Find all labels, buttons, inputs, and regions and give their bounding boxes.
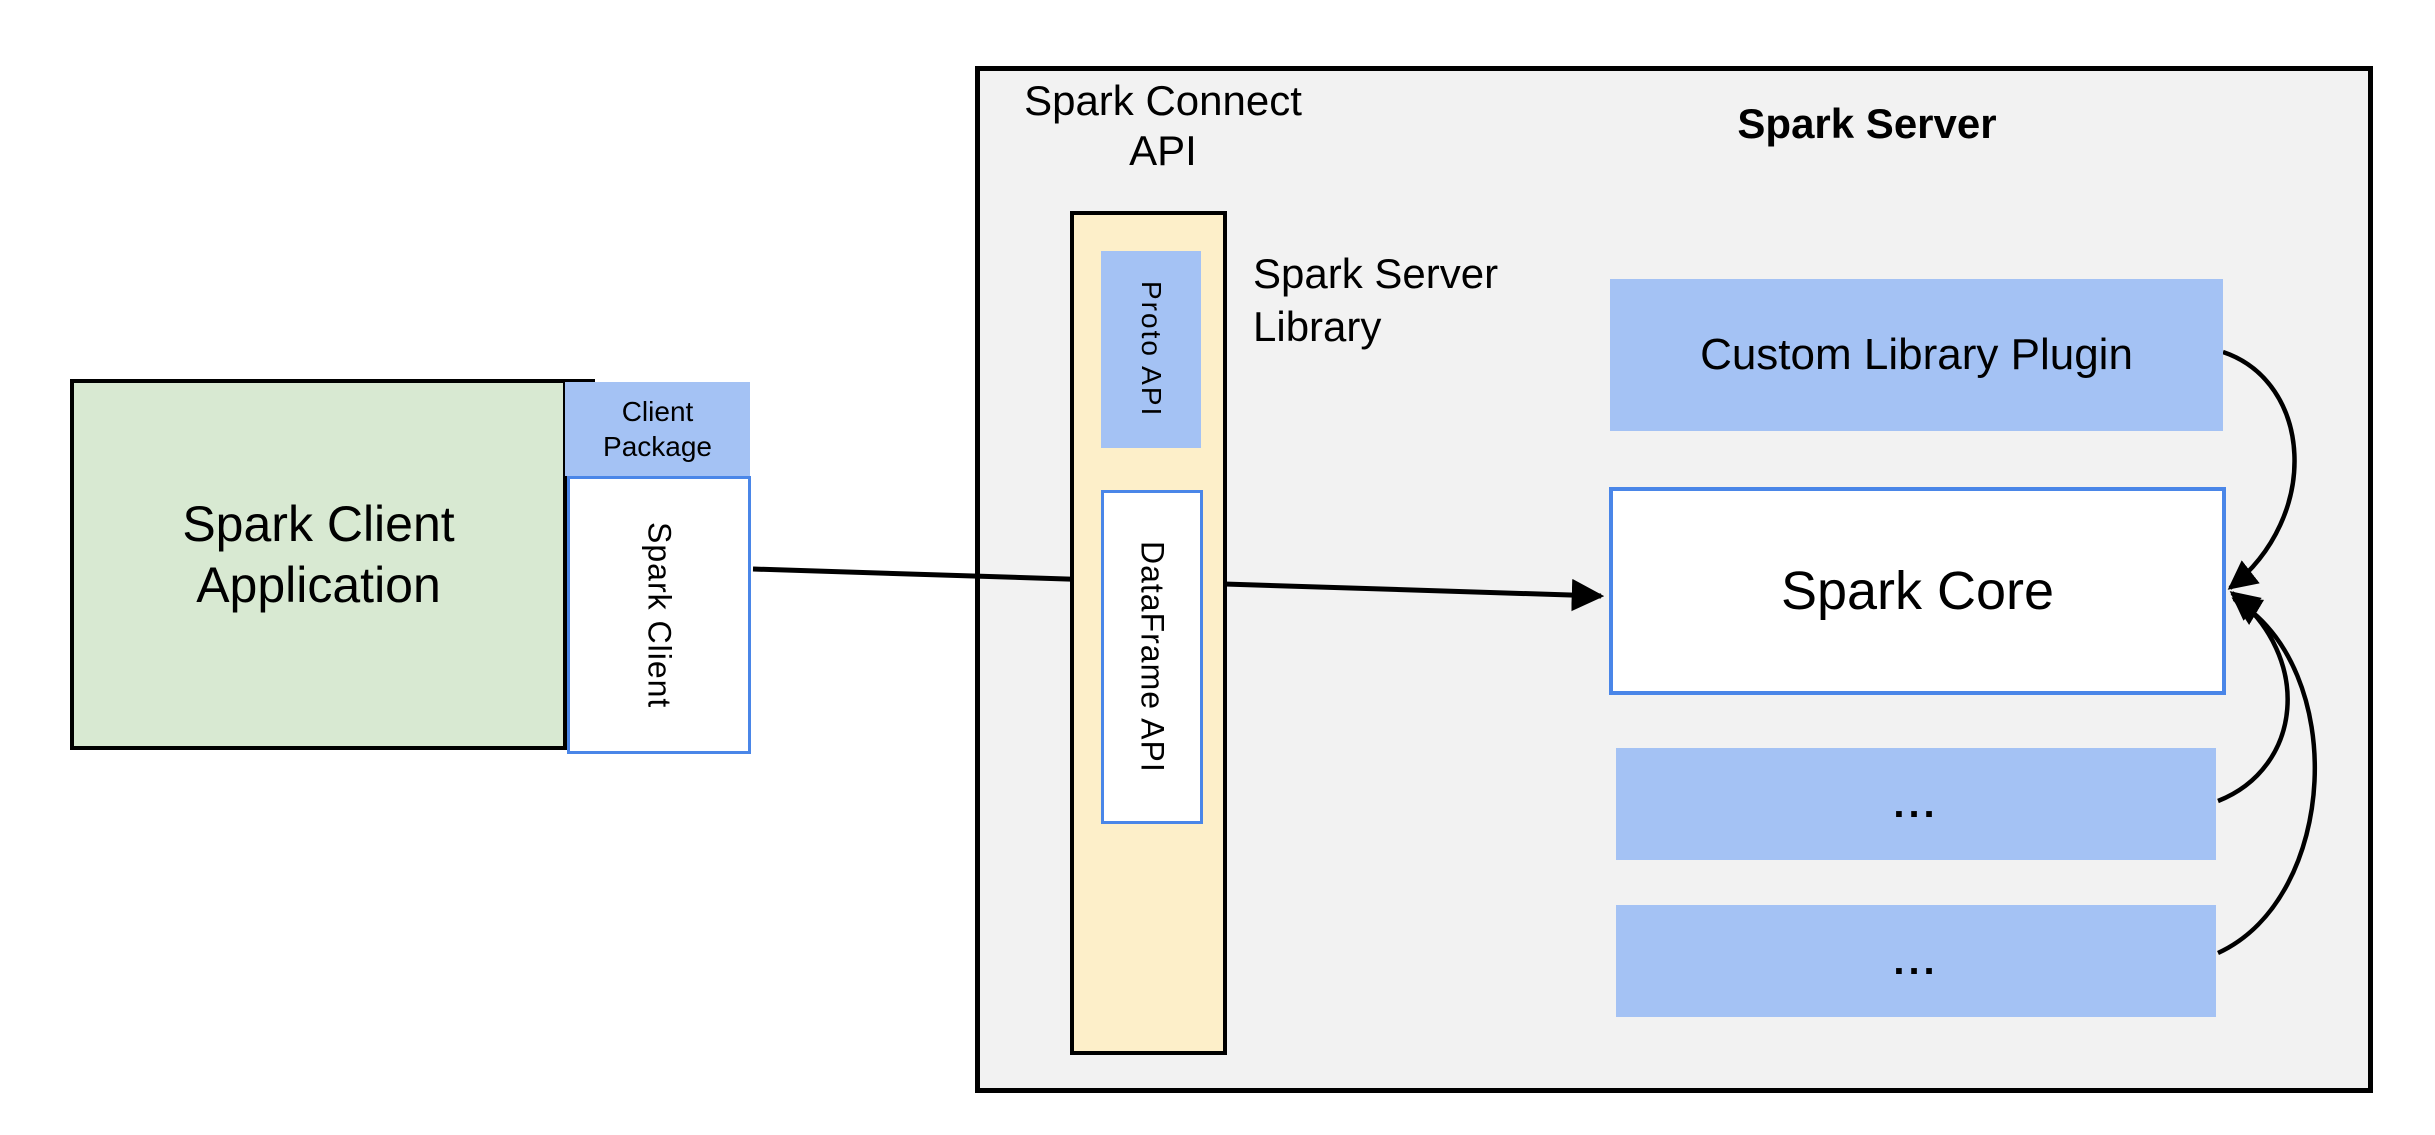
green-box-border-overshoot <box>565 379 595 383</box>
extension-box-2-label: ... <box>1893 939 1939 983</box>
dataframe-api-box: DataFrame API <box>1101 490 1203 824</box>
spark-connect-api-label-line1: Spark Connect <box>1024 77 1302 124</box>
custom-library-plugin-label: Custom Library Plugin <box>1700 330 2133 379</box>
spark-server-library-label: Spark Server Library <box>1253 247 1613 353</box>
spark-client-application-label-line2: Application <box>196 556 441 613</box>
dataframe-api-label: DataFrame API <box>1134 541 1171 773</box>
spark-connect-api-label: Spark Connect API <box>993 76 1333 176</box>
spark-client-application-box: Spark Client Application <box>70 379 567 750</box>
spark-server-title: Spark Server <box>1737 100 1997 147</box>
client-package-label-line2: Package <box>603 431 712 462</box>
client-package-label-line1: Client <box>621 396 694 427</box>
spark-client-application-label-line1: Spark Client <box>182 495 455 552</box>
spark-core-label: Spark Core <box>1780 561 2055 621</box>
spark-server-library-label-line1: Spark Server <box>1253 250 1499 297</box>
spark-client-label: Spark Client <box>641 521 678 709</box>
spark-client-box: Spark Client <box>567 476 751 754</box>
proto-api-box: Proto API <box>1101 251 1201 448</box>
extension-box-1-label: ... <box>1893 782 1939 826</box>
proto-api-label: Proto API <box>1136 281 1167 418</box>
extension-box-1: ... <box>1616 748 2216 860</box>
spark-connect-api-label-line2: API <box>1129 127 1197 174</box>
spark-core-box: Spark Core <box>1609 487 2226 695</box>
spark-server-library-label-line2: Library <box>1253 303 1382 350</box>
extension-box-2: ... <box>1616 905 2216 1017</box>
client-package-box: Client Package <box>565 382 750 476</box>
custom-library-plugin-box: Custom Library Plugin <box>1610 279 2223 431</box>
